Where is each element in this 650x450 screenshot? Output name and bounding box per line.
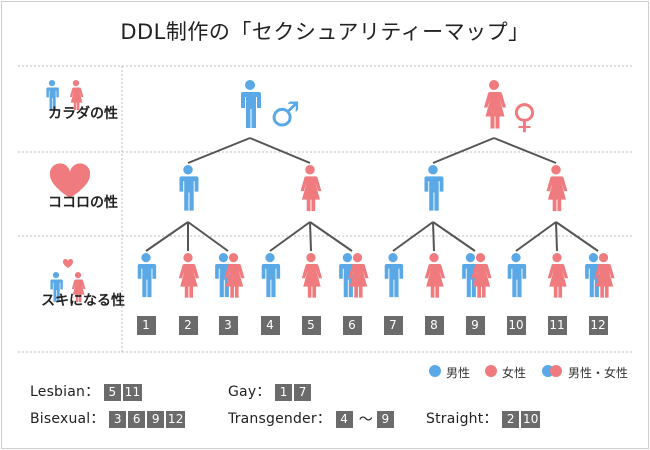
number-box: 11 xyxy=(547,316,567,335)
number-box: 2 xyxy=(178,316,198,335)
number-box: 12 xyxy=(588,316,608,335)
tree-line xyxy=(555,221,558,252)
row-label-attraction: スキになる性 xyxy=(41,293,125,309)
category-tag: 7 xyxy=(294,383,312,401)
tree-line xyxy=(309,221,353,252)
tree-line xyxy=(187,221,229,252)
body-female-icon xyxy=(484,80,506,129)
range-separator: 〜 xyxy=(358,412,373,428)
mind-male-icon xyxy=(424,165,444,211)
number-box: 9 xyxy=(465,316,485,335)
tree-line xyxy=(555,221,599,252)
category-straight-label: Straight： xyxy=(426,411,498,427)
mind-male-icon xyxy=(179,165,199,211)
category-transgender: Transgender： 4 〜9 xyxy=(228,408,396,429)
tree-line xyxy=(187,137,251,164)
number-box: 8 xyxy=(424,316,444,335)
category-tag: 12 xyxy=(166,410,186,428)
row-icon-female xyxy=(71,272,86,303)
male-symbol-icon: ♂ xyxy=(270,95,300,135)
tree-lines xyxy=(145,137,599,252)
attraction-both-icon xyxy=(462,253,492,298)
heart-icon xyxy=(49,163,91,198)
female-symbol-icon: ♀ xyxy=(512,97,537,137)
category-bisexual-label: Bisexual： xyxy=(30,411,105,427)
attraction-male-icon xyxy=(137,253,157,298)
female-figure-icon xyxy=(348,253,369,298)
attraction-female-icon xyxy=(301,253,323,298)
legend-female-label: 女性 xyxy=(502,366,527,380)
number-box: 7 xyxy=(383,316,403,335)
attraction-male-icon xyxy=(507,253,527,298)
female-figure-icon xyxy=(224,253,245,298)
row-icon-female xyxy=(69,80,84,111)
tree-line xyxy=(309,221,312,252)
category-tag: 1 xyxy=(275,383,293,401)
category-tag: 9 xyxy=(376,410,394,428)
body-male-icon xyxy=(241,80,261,128)
number-box: 10 xyxy=(506,316,526,335)
tree-line xyxy=(392,221,434,252)
attraction-female-icon xyxy=(547,253,569,298)
number-box: 6 xyxy=(342,316,362,335)
tree-line xyxy=(145,221,189,252)
attraction-female-icon xyxy=(424,253,446,298)
mind-female-icon xyxy=(546,165,568,212)
category-transgender-label: Transgender： xyxy=(228,411,332,427)
tree-line xyxy=(269,221,311,252)
number-box: 4 xyxy=(260,316,280,335)
attraction-both-icon xyxy=(585,253,615,298)
tree-line xyxy=(515,221,557,252)
figures xyxy=(137,80,615,298)
category-tag: 3 xyxy=(109,410,127,428)
legend-both-label: 男性・女性 xyxy=(568,366,629,380)
row-label-mind: ココロの性 xyxy=(48,195,118,211)
tree-line xyxy=(432,137,495,164)
number-box: 5 xyxy=(301,316,321,335)
category-lesbian-label: Lesbian： xyxy=(30,384,100,400)
mind-female-icon xyxy=(300,165,322,212)
page-title: DDL制作の「セクシュアリティーマップ」 xyxy=(120,20,530,44)
category-tag: 6 xyxy=(128,410,146,428)
tree-line xyxy=(249,137,311,164)
category-tag: 4 xyxy=(335,410,353,428)
attraction-both-icon xyxy=(339,253,369,298)
legend-both-dot-red xyxy=(550,365,562,377)
legend-male-dot xyxy=(429,365,441,377)
female-figure-icon xyxy=(594,253,615,298)
female-figure-icon xyxy=(471,253,492,298)
category-gay-label: Gay： xyxy=(228,384,271,400)
attraction-male-icon xyxy=(384,253,404,298)
category-tag: 11 xyxy=(122,383,142,401)
tree-line xyxy=(432,221,476,252)
legend-female-dot xyxy=(485,365,497,377)
attraction-both-icon xyxy=(215,253,245,298)
attraction-male-icon xyxy=(261,253,281,298)
attraction-female-icon xyxy=(178,253,200,298)
category-tag: 10 xyxy=(521,410,541,428)
number-box: 3 xyxy=(218,316,238,335)
category-tag: 5 xyxy=(103,383,121,401)
number-box: 1 xyxy=(136,316,156,335)
small-heart-icon xyxy=(62,258,74,268)
tree-line xyxy=(432,221,435,252)
tree-line xyxy=(493,137,557,164)
row-label-body: カラダの性 xyxy=(48,106,118,122)
category-tag: 2 xyxy=(502,410,520,428)
legend-male-label: 男性 xyxy=(446,366,471,380)
category-tag: 9 xyxy=(147,410,165,428)
